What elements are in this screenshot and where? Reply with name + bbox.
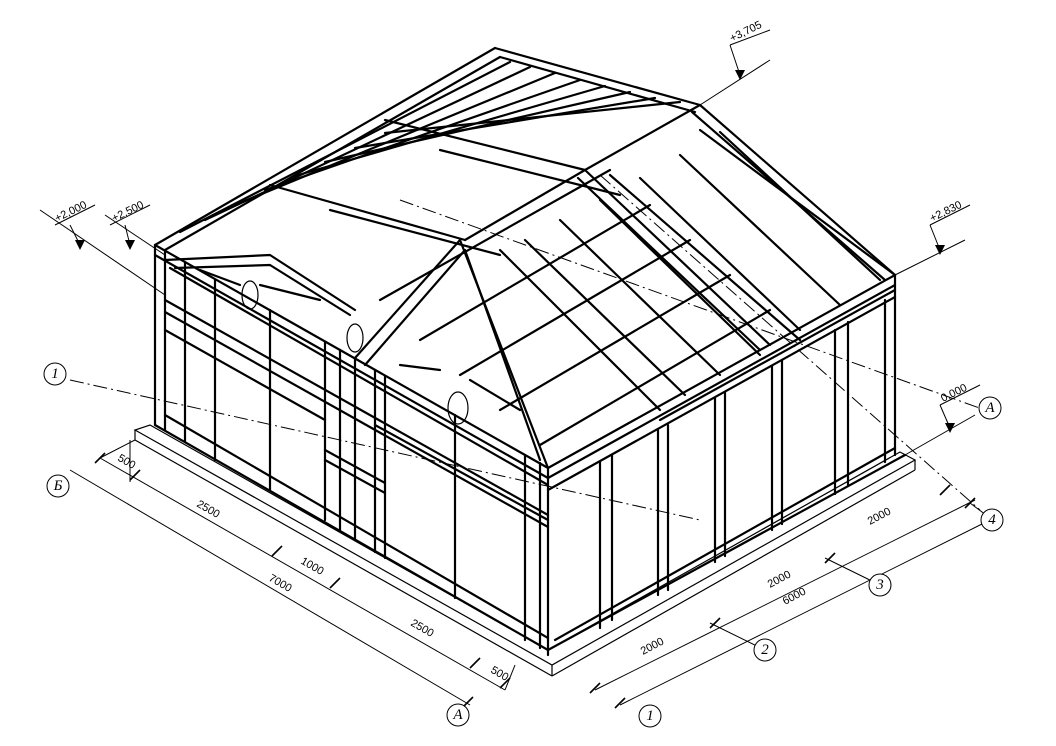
svg-text:2: 2 xyxy=(761,642,769,658)
dim-right-2000-c: 2000 xyxy=(866,506,893,528)
foundation-slab xyxy=(133,424,917,677)
axis-bubble-2: 2 xyxy=(753,638,777,662)
elevation-marks xyxy=(39,29,981,456)
svg-text:Б: Б xyxy=(53,478,63,494)
elevation-ridge-label: +3,705 xyxy=(728,19,764,45)
axis-bubble-b-left: Б xyxy=(46,474,70,498)
svg-text:А: А xyxy=(452,707,463,723)
svg-text:1: 1 xyxy=(51,366,59,382)
dim-left-7000: 7000 xyxy=(267,572,294,595)
gable-trusses xyxy=(163,238,550,470)
svg-text:А: А xyxy=(984,400,995,416)
side-wall-frame xyxy=(546,273,907,652)
dim-right-6000: 6000 xyxy=(781,586,808,608)
elevation-level-b-label: +2,500 xyxy=(110,199,146,225)
elevation-level-a-label: +2,000 xyxy=(53,199,89,225)
axis-bubble-4: 4 xyxy=(980,508,1004,532)
axis-bubble-a-bottom: А xyxy=(446,703,470,727)
axis-bubble-1-bottom: 1 xyxy=(638,704,662,728)
svg-text:4: 4 xyxy=(988,512,996,528)
svg-text:1: 1 xyxy=(646,708,654,724)
dimension-lines-right xyxy=(589,484,1001,709)
dim-right-2000-b: 2000 xyxy=(766,569,793,591)
svg-text:3: 3 xyxy=(875,577,884,593)
dim-left-2500-b: 2500 xyxy=(409,617,436,640)
axis-bubble-1-left: 1 xyxy=(43,362,67,386)
roof-frame xyxy=(153,46,897,447)
dim-left-2500-a: 2500 xyxy=(195,498,222,521)
dim-right-2000-a: 2000 xyxy=(639,636,666,658)
elevation-ground-label: 0,000 xyxy=(939,382,969,405)
axis-bubble-3: 3 xyxy=(868,573,892,597)
axis-bubble-a-top: А xyxy=(978,396,1002,420)
dimension-lines-left xyxy=(69,439,516,708)
grid-axes xyxy=(69,174,986,521)
elevation-eave-right-label: +2,830 xyxy=(928,199,964,225)
